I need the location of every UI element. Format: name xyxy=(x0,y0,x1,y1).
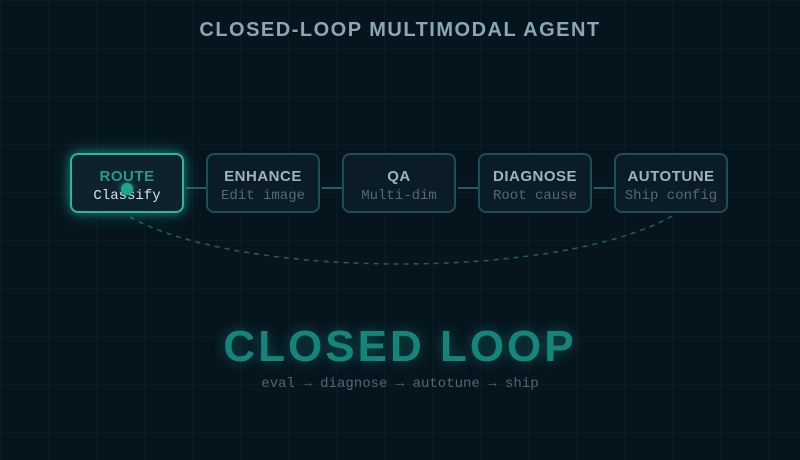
page-title: CLOSED-LOOP MULTIMODAL AGENT xyxy=(199,19,601,41)
stage-enhance-name: ENHANCE xyxy=(224,168,302,185)
stage-route-desc: Classify xyxy=(93,188,161,204)
stage-autotune-desc: Ship config xyxy=(624,188,718,204)
closed-loop-title: CLOSED LOOP xyxy=(223,322,577,371)
stage-qa-desc: Multi-dim xyxy=(361,188,437,204)
stage-autotune[interactable]: AUTOTUNE Ship config xyxy=(614,153,728,213)
stage-route-name: ROUTE xyxy=(99,168,155,185)
stage-qa[interactable]: QA Multi-dim xyxy=(342,153,456,213)
stage-autotune-name: AUTOTUNE xyxy=(627,168,715,185)
stage-route[interactable]: ROUTE Classify xyxy=(70,153,184,213)
stage-enhance-desc: Edit image xyxy=(220,188,305,204)
stage-diagnose-desc: Root cause xyxy=(492,188,577,204)
stage-qa-name: QA xyxy=(387,168,411,185)
stage-enhance[interactable]: ENHANCE Edit image xyxy=(206,153,320,213)
stage-diagnose[interactable]: DIAGNOSE Root cause xyxy=(478,153,592,213)
active-pulse-dot xyxy=(121,183,133,195)
feedback-loop-arc xyxy=(127,215,673,265)
closed-loop-subtitle: eval → diagnose → autotune → ship xyxy=(261,376,539,392)
stage-diagnose-name: DIAGNOSE xyxy=(492,168,577,185)
